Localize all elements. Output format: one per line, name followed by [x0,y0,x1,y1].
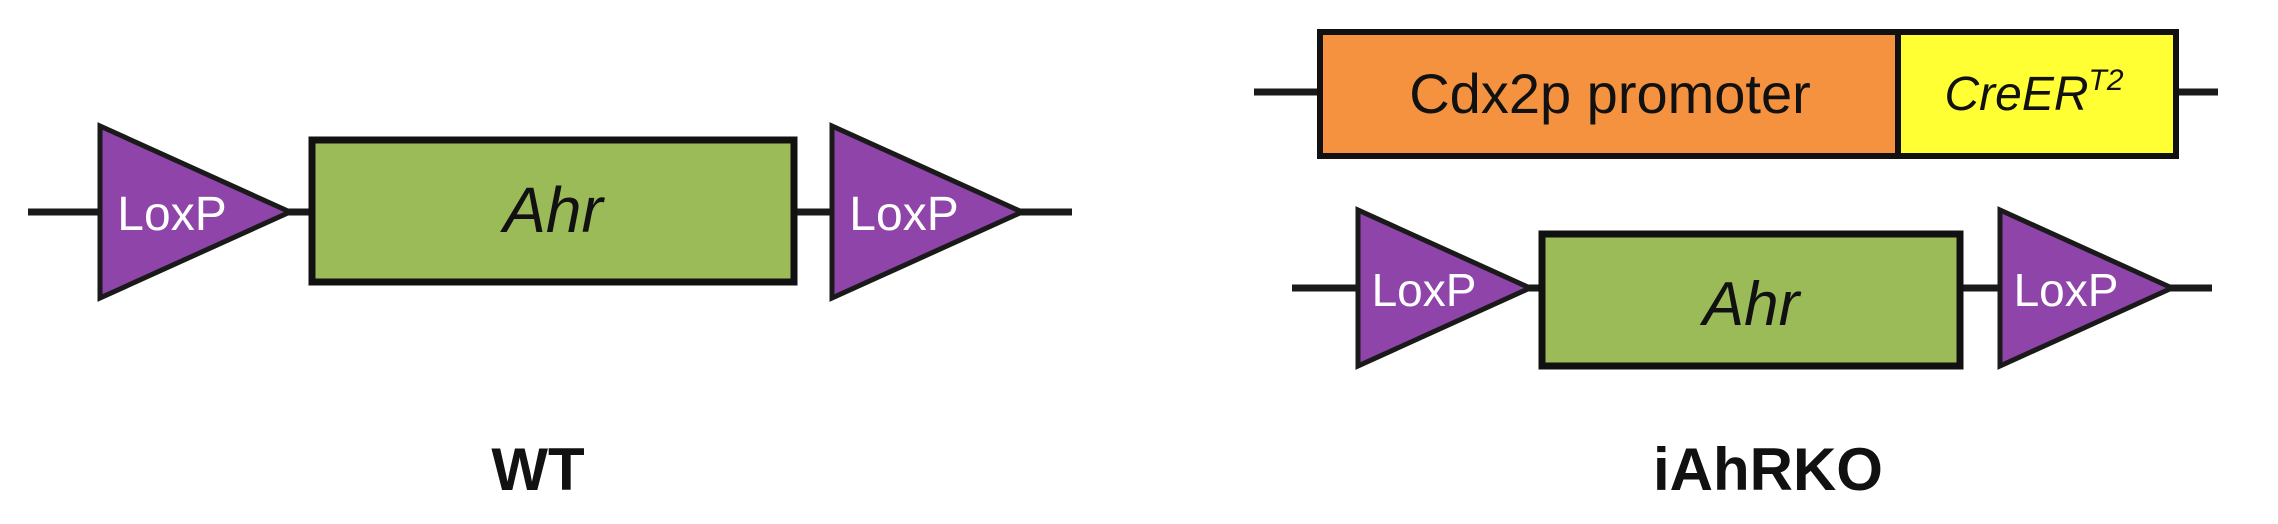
iahrko-floxed-ahr: LoxP Ahr LoxP [1292,206,2212,370]
iahrko-loxp-right: LoxP [1997,206,2179,370]
wt-loxp-left-label: LoxP [117,188,226,241]
cdx2p-promoter-label: Cdx2p promoter [1409,62,1811,125]
iahrko-loxp-left-label: LoxP [1372,264,1477,316]
wt-ahr-gene-box [308,136,798,286]
creert2-label-main: CreER [1944,68,2088,121]
iahrko-loxp-left: LoxP [1355,206,1537,370]
iahrko-loxp-right-label: LoxP [2014,264,2119,316]
wt-loxp-right: LoxP [829,122,1029,302]
wt-loxp-right-label: LoxP [849,188,958,241]
wt-loxp-right-triangle [829,122,1029,302]
iahrko-loxp-left-triangle [1355,206,1537,370]
wt-ahr-gene-label: Ahr [499,174,605,246]
creert2-label-superscript: T2 [2089,64,2124,97]
wt-ahr-gene: Ahr [308,136,798,286]
creert2-label: CreERT2 [1944,64,2123,121]
wt-loxp-left-triangle [97,122,297,302]
iahrko-caption: iAhRKO [1653,436,1883,503]
wt-loxp-left: LoxP [97,122,297,302]
iahrko-cre-transgene: Cdx2p promoter CreERT2 [1254,29,2218,159]
iahrko-construct: Cdx2p promoter CreERT2 LoxP Ahr LoxP iAh… [1254,29,2218,503]
wt-construct: LoxP Ahr LoxP WT [28,122,1072,503]
iahrko-ahr-gene-label: Ahr [1699,270,1802,339]
iahrko-loxp-right-triangle [1997,206,2179,370]
iahrko-ahr-gene-box [1538,230,1964,370]
iahrko-ahr-gene: Ahr [1538,230,1964,370]
wt-caption: WT [491,436,584,503]
creert2-box [1895,29,2179,159]
